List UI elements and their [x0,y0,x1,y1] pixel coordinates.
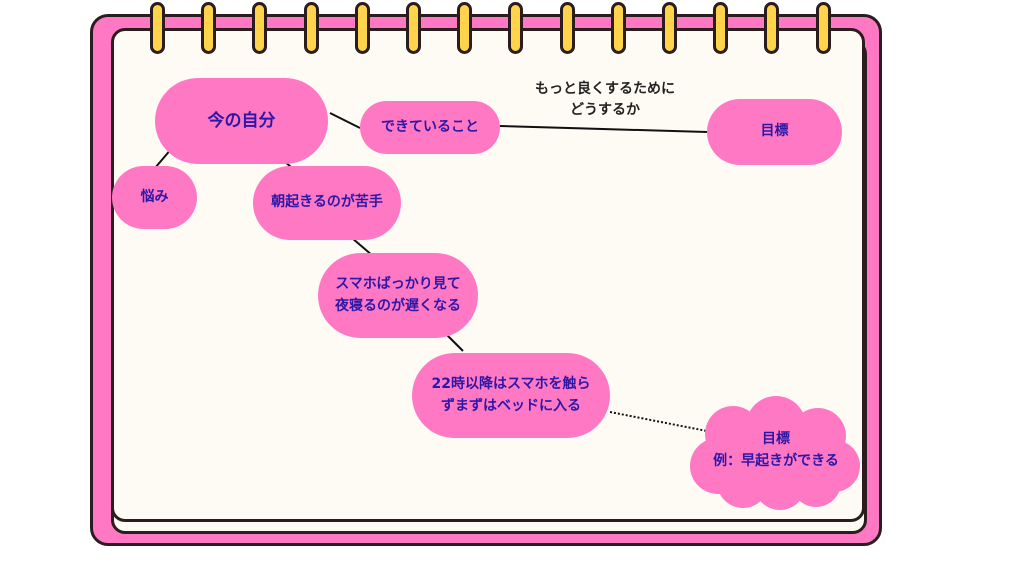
node-label-line: スマホばっかり見て [335,275,461,292]
connector-self-cando [329,112,361,129]
node-current-self: 今の自分 [155,78,328,164]
node-label-line: ずまずはベッドに入る [441,397,581,414]
node-smartphone: スマホばっかり見て 夜寝るのが遅くなる [318,253,478,338]
binding-ring [508,2,524,54]
connector-cando-goal [499,125,708,133]
node-label-line: 22時以降はスマホを触ら [431,375,591,392]
binding-ring [150,2,165,54]
node-label: 目標 [760,123,789,140]
node-label: 今の自分 [207,110,276,131]
binding-ring [303,2,319,54]
binding-ring [815,2,831,54]
binding-ring [764,2,780,54]
binding-ring [713,2,729,54]
node-goal: 目標 [707,99,842,165]
binding-ring [662,2,677,54]
node-can-do: できていること [360,101,500,154]
node-worries: 悩み [112,166,197,229]
node-label: 朝起きるのが苦手 [271,194,383,211]
cloud-shape [690,396,860,510]
connector-rule-cloud [609,411,713,433]
node-rule: 22時以降はスマホを触ら ずまずはベッドに入る [412,353,610,438]
node-label: 悩み [140,188,169,205]
binding-ring [559,2,575,54]
binding-ring [252,2,268,54]
binding-ring [354,2,370,54]
node-label-line: 夜寝るのが遅くなる [335,297,461,314]
annotation-text: もっと良くするために どうするか [505,79,705,121]
annotation-line-2: どうするか [570,102,640,118]
binding-ring [457,2,473,54]
annotation-line-1: もっと良くするために [535,81,675,97]
binding-ring [406,2,421,54]
node-goal-cloud: 目標 例：早起きができる [690,420,862,482]
node-wake-up: 朝起きるのが苦手 [253,166,401,240]
node-label-line: 目標 [762,431,790,448]
node-label: できていること [381,118,479,135]
node-label-line: 例：早起きができる [713,453,839,469]
binding-ring [610,2,626,54]
binding-ring [201,2,217,54]
